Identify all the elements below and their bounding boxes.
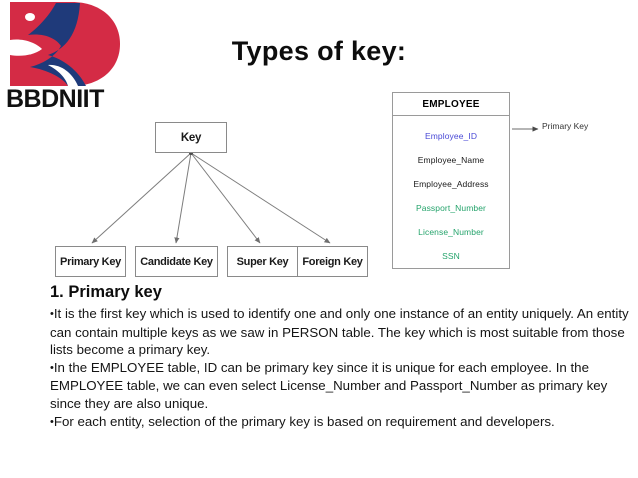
bullet-paragraph: •It is the first key which is used to id… xyxy=(50,305,630,359)
diagram-connectors xyxy=(91,151,331,244)
bbdniit-logo-mark xyxy=(8,2,120,86)
bullet-paragraph: •For each entity, selection of the prima… xyxy=(50,413,630,432)
bullet-text: In the EMPLOYEE table, ID can be primary… xyxy=(50,359,608,411)
employee-field-employee-name: Employee_Name xyxy=(417,155,485,165)
diagram-node-primary-key[interactable]: Primary Key xyxy=(55,246,126,277)
employee-field-employee-address: Employee_Address xyxy=(413,179,489,189)
key-types-diagram: Key Primary Key Candidate Key Super Key … xyxy=(40,112,385,284)
bullet-paragraph: •In the EMPLOYEE table, ID can be primar… xyxy=(50,359,630,413)
bullet-dot-icon: • xyxy=(50,361,54,374)
logo-wordmark: BBDNIIT xyxy=(6,85,104,113)
section-heading: 1. Primary key xyxy=(50,283,162,301)
employee-field-passport-number: Passport_Number xyxy=(415,203,486,213)
employee-field-ssn: SSN xyxy=(442,251,460,261)
diagram-node-super-key[interactable]: Super Key xyxy=(227,246,298,277)
bullet-dot-icon: • xyxy=(50,415,54,428)
diagram-node-foreign-key[interactable]: Foreign Key xyxy=(297,246,368,277)
callout-arrow-icon xyxy=(512,126,539,132)
bullet-dot-icon: • xyxy=(50,308,54,320)
primary-key-callout: Primary Key xyxy=(512,118,638,140)
employee-field-list: Employee_ID Employee_Name Employee_Addre… xyxy=(393,116,509,268)
primary-key-callout-label: Primary Key xyxy=(542,121,589,131)
employee-table-title: EMPLOYEE xyxy=(393,93,509,116)
employee-field-employee-id: Employee_ID xyxy=(424,131,478,141)
diagram-node-key[interactable]: Key xyxy=(155,122,227,153)
employee-entity-table: EMPLOYEE Employee_ID Employee_Name Emplo… xyxy=(392,92,510,269)
content-body: 1. Primary key •It is the first key whic… xyxy=(50,282,630,431)
bullet-text: For each entity, selection of the primar… xyxy=(53,413,555,429)
employee-field-license-number: License_Number xyxy=(418,227,484,237)
page-title: Types of key: xyxy=(231,36,407,66)
brand-logo: BBDNIIT xyxy=(4,2,122,114)
diagram-node-candidate-key[interactable]: Candidate Key xyxy=(135,246,218,277)
bullet-text: It is the first key which is used to ide… xyxy=(50,306,629,358)
